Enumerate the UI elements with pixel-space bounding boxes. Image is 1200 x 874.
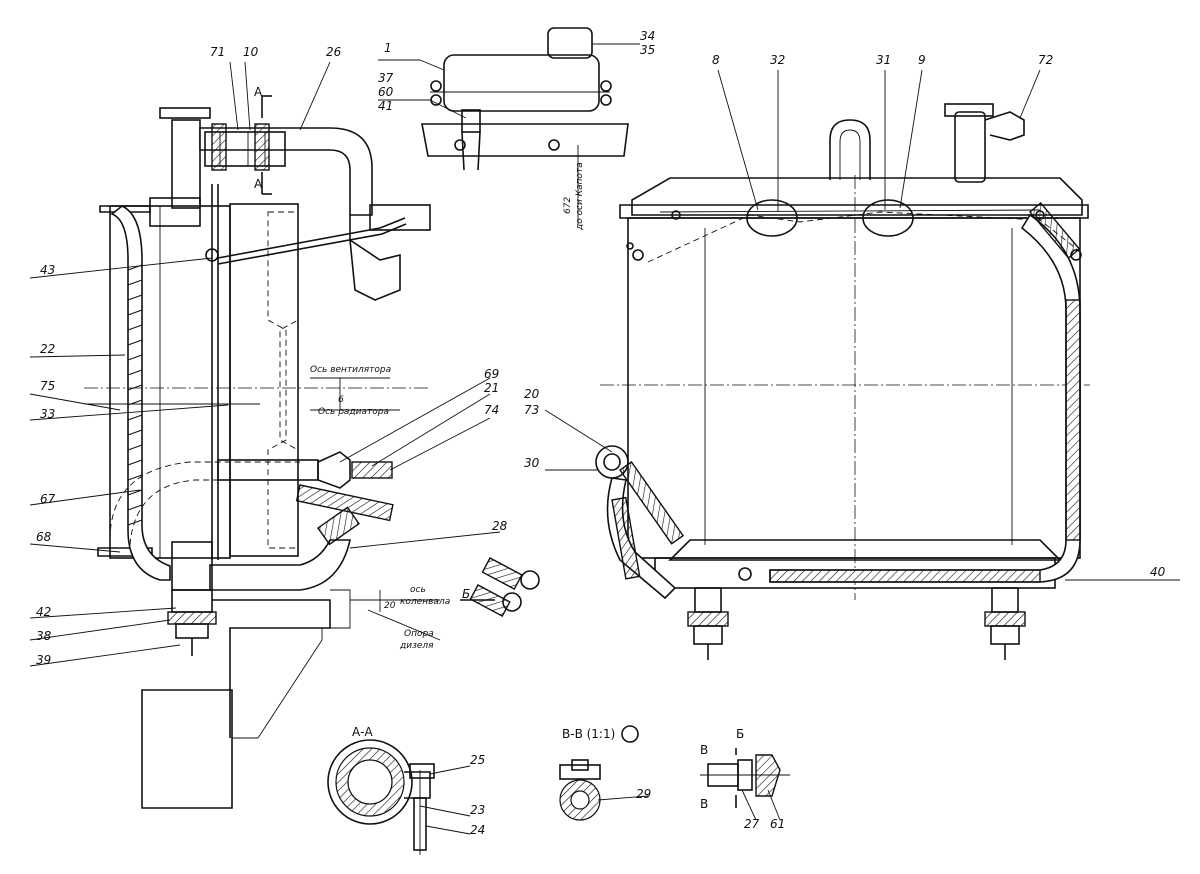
callout-61: 61 [770,817,785,831]
hood-dim-value: 672 [563,197,573,214]
leader-lines [29,43,1180,835]
callout-29: 29 [636,787,651,801]
to-hood-axis-label: до оси Капота [575,162,585,231]
cut-mark-a-bottom: А [254,177,263,191]
callout-75: 75 [40,379,55,393]
lower-radiator-hose [209,539,351,591]
callout-37: 37 [378,71,394,85]
expansion-tank-body [443,54,600,112]
callout-31: 31 [876,53,891,67]
callout-32: 32 [770,53,785,67]
callout-42: 42 [36,605,51,619]
section-vv-title: В-В (1:1) [562,727,615,741]
cut-mark-v1: В [700,743,708,757]
radiator-axis-label: Ось радиатора [318,407,389,417]
detail-b-fittings [460,557,540,617]
detail-b [700,748,790,808]
expansion-tank [421,27,629,224]
fan-shroud-side [229,203,299,557]
callout-69: 69 [484,367,499,381]
engine-support-label-1: Опора [404,629,434,639]
section-titles: А-А В-В (1:1) Б В В А А [254,85,744,811]
callout-27: 27 [744,817,760,831]
callout-39: 39 [36,653,51,667]
side-view [84,95,440,809]
callout-73: 73 [524,403,539,417]
upper-radiator-hose [199,127,373,216]
callout-72: 72 [1038,53,1053,67]
callout-25: 25 [470,753,485,767]
section-vv [559,725,639,821]
callout-9: 9 [918,53,926,67]
callout-60: 60 [378,85,394,99]
callout-22: 22 [40,342,55,356]
callout-71: 71 [210,45,225,59]
callout-40: 40 [1150,565,1166,579]
callout-38: 38 [36,629,52,643]
annotations: Ось вентилятора Ось радиатора ось коленв… [310,162,585,651]
cut-mark-a-top: А [254,85,263,99]
left-corrugated-hose [110,205,171,581]
dim-20: 20 [384,601,396,611]
right-corrugated-hose [769,213,1081,583]
view-b-title: Б [736,727,744,741]
callout-8: 8 [712,53,720,67]
callout-21: 21 [484,381,499,395]
callout-24: 24 [470,823,485,837]
callout-1: 1 [384,41,392,55]
view-b-mark: Б [462,587,470,601]
callout-26: 26 [326,45,342,59]
callout-33: 33 [40,407,55,421]
upper-filler-pipe [171,119,201,209]
dim-6: 6 [338,395,344,405]
section-aa [327,739,435,855]
callout-20: 20 [524,387,540,401]
callout-67: 67 [40,492,56,506]
section-aa-title: А-А [352,725,374,739]
fan-axis-label: Ось вентилятора [310,365,391,375]
front-view [595,103,1090,660]
callout-41: 41 [378,99,393,113]
tank-cap [547,27,593,59]
engine-support-label-2: дизеля [399,641,434,651]
callout-10: 10 [243,45,259,59]
callout-30: 30 [524,456,540,470]
callout-23: 23 [470,803,485,817]
crankshaft-axis-label-2: коленвала [400,597,450,607]
callout-68: 68 [36,530,52,544]
callout-35: 35 [640,43,655,57]
callout-28: 28 [492,519,508,533]
callout-labels: 1 10 71 26 34 35 37 60 41 8 32 31 9 72 4… [36,29,1166,837]
callout-43: 43 [40,263,55,277]
callout-74: 74 [484,403,499,417]
crankshaft-axis-label-1: ось [410,585,426,595]
callout-34: 34 [640,29,655,43]
cut-mark-v2: В [700,797,708,811]
